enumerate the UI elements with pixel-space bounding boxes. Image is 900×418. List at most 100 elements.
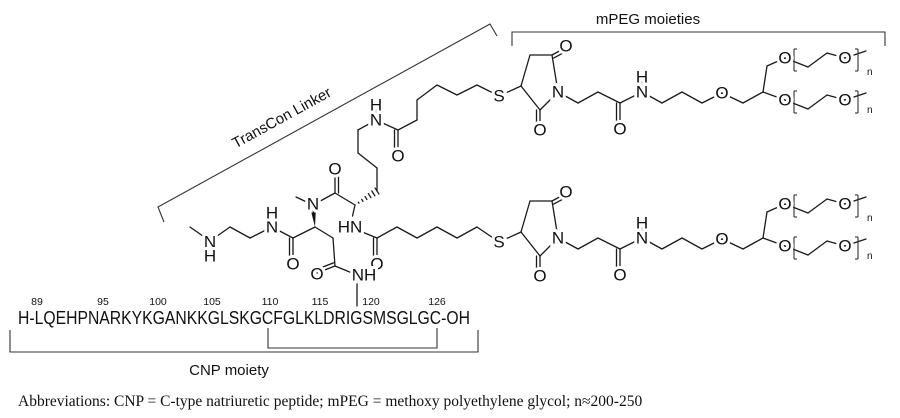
- bond: [349, 204, 356, 228]
- bond: [375, 119, 399, 131]
- hashed-bond: [371, 190, 376, 197]
- repeat-count-n: n: [867, 213, 873, 224]
- bond: [476, 226, 500, 243]
- bond: [357, 119, 377, 131]
- oxygen-atom: O: [559, 183, 572, 202]
- residue-number: 105: [203, 296, 221, 308]
- bond: [661, 237, 683, 250]
- transcon-bracket: [157, 23, 498, 223]
- bond: [416, 226, 438, 239]
- repeat-count-n: n: [867, 67, 873, 78]
- bond: [766, 203, 786, 213]
- bond: [784, 99, 809, 110]
- bond: [436, 226, 458, 239]
- bond: [701, 92, 723, 104]
- bond: [332, 237, 336, 267]
- bond: [209, 226, 231, 242]
- hashed-bond: [357, 201, 360, 204]
- hydrogen-atom: H: [370, 96, 382, 115]
- bond: [807, 240, 828, 256]
- residue-number: 120: [362, 296, 380, 308]
- nh-group: NH: [352, 266, 377, 285]
- bond: [826, 94, 846, 101]
- bond: [661, 91, 683, 104]
- bond: [396, 226, 418, 239]
- nitrogen-atom: N: [636, 229, 648, 248]
- double-bond: [315, 262, 335, 271]
- bond: [844, 238, 867, 247]
- residue-number: 95: [97, 296, 109, 308]
- repeat-count-n: n: [867, 251, 873, 262]
- bond: [271, 226, 294, 239]
- nitrogen-atom: N: [307, 195, 319, 214]
- bond: [292, 226, 316, 239]
- oxygen-atom: O: [286, 255, 299, 274]
- nitrogen-atom: N: [266, 218, 278, 237]
- nitrogen-atom: N: [204, 233, 216, 252]
- bond: [826, 198, 846, 205]
- bond: [826, 52, 846, 59]
- oxygen-atom: O: [559, 37, 572, 56]
- bond: [476, 84, 500, 97]
- mpeg-label: mPEG moieties: [596, 11, 700, 28]
- bond: [229, 226, 251, 239]
- mpeg-bracket: [511, 31, 886, 46]
- double-bond: [551, 193, 566, 202]
- oxygen-atom: O: [328, 160, 341, 179]
- bond: [312, 192, 336, 206]
- bond: [436, 84, 458, 96]
- oxygen-atom: O: [838, 237, 851, 256]
- bond: [762, 237, 786, 247]
- bond: [397, 119, 418, 131]
- oxygen-atom: O: [613, 120, 626, 139]
- bond: [762, 211, 768, 239]
- bond: [349, 226, 378, 239]
- bond: [520, 54, 531, 87]
- bond: [557, 91, 579, 104]
- bond: [784, 245, 809, 256]
- sulfur-atom: S: [493, 233, 504, 252]
- oxygen-atom: O: [778, 237, 791, 256]
- residue-number: 89: [31, 296, 43, 308]
- bond: [357, 152, 378, 169]
- hashed-bond: [364, 195, 368, 201]
- oxygen-atom: O: [370, 255, 383, 274]
- nitrogen-atom: N: [636, 83, 648, 102]
- nitrogen-atom: N: [552, 229, 564, 248]
- bond: [807, 52, 828, 68]
- bond: [314, 226, 334, 239]
- double-bond: [553, 196, 568, 205]
- hydrogen-atom: H: [636, 68, 648, 87]
- oxygen-atom: O: [533, 267, 546, 286]
- bond: [551, 54, 559, 93]
- bond: [844, 50, 867, 59]
- bond: [520, 231, 541, 257]
- hydrogen-atom: H: [636, 214, 648, 233]
- bond: [295, 196, 314, 206]
- bond: [721, 92, 744, 104]
- wedge-bond: [310, 206, 316, 227]
- cnp-label: CNP moiety: [189, 362, 269, 379]
- oxygen-atom: O: [310, 265, 323, 284]
- oxygen-atom: O: [533, 121, 546, 140]
- oxygen-atom: O: [778, 91, 791, 110]
- double-bond: [551, 47, 566, 56]
- bond: [844, 92, 867, 101]
- sulfur-atom: S: [493, 87, 504, 106]
- bond: [826, 240, 846, 247]
- oxygen-atom: O: [838, 91, 851, 110]
- bond: [577, 237, 599, 250]
- disulfide-bridge: [267, 328, 438, 349]
- bond: [742, 237, 764, 250]
- bond: [498, 85, 522, 97]
- oxygen-atom: O: [715, 230, 728, 249]
- bond: [762, 91, 786, 101]
- bond: [641, 237, 663, 250]
- bond: [766, 57, 786, 67]
- bond: [721, 238, 744, 250]
- bond: [784, 57, 809, 68]
- bond: [844, 196, 867, 205]
- bond: [577, 91, 599, 104]
